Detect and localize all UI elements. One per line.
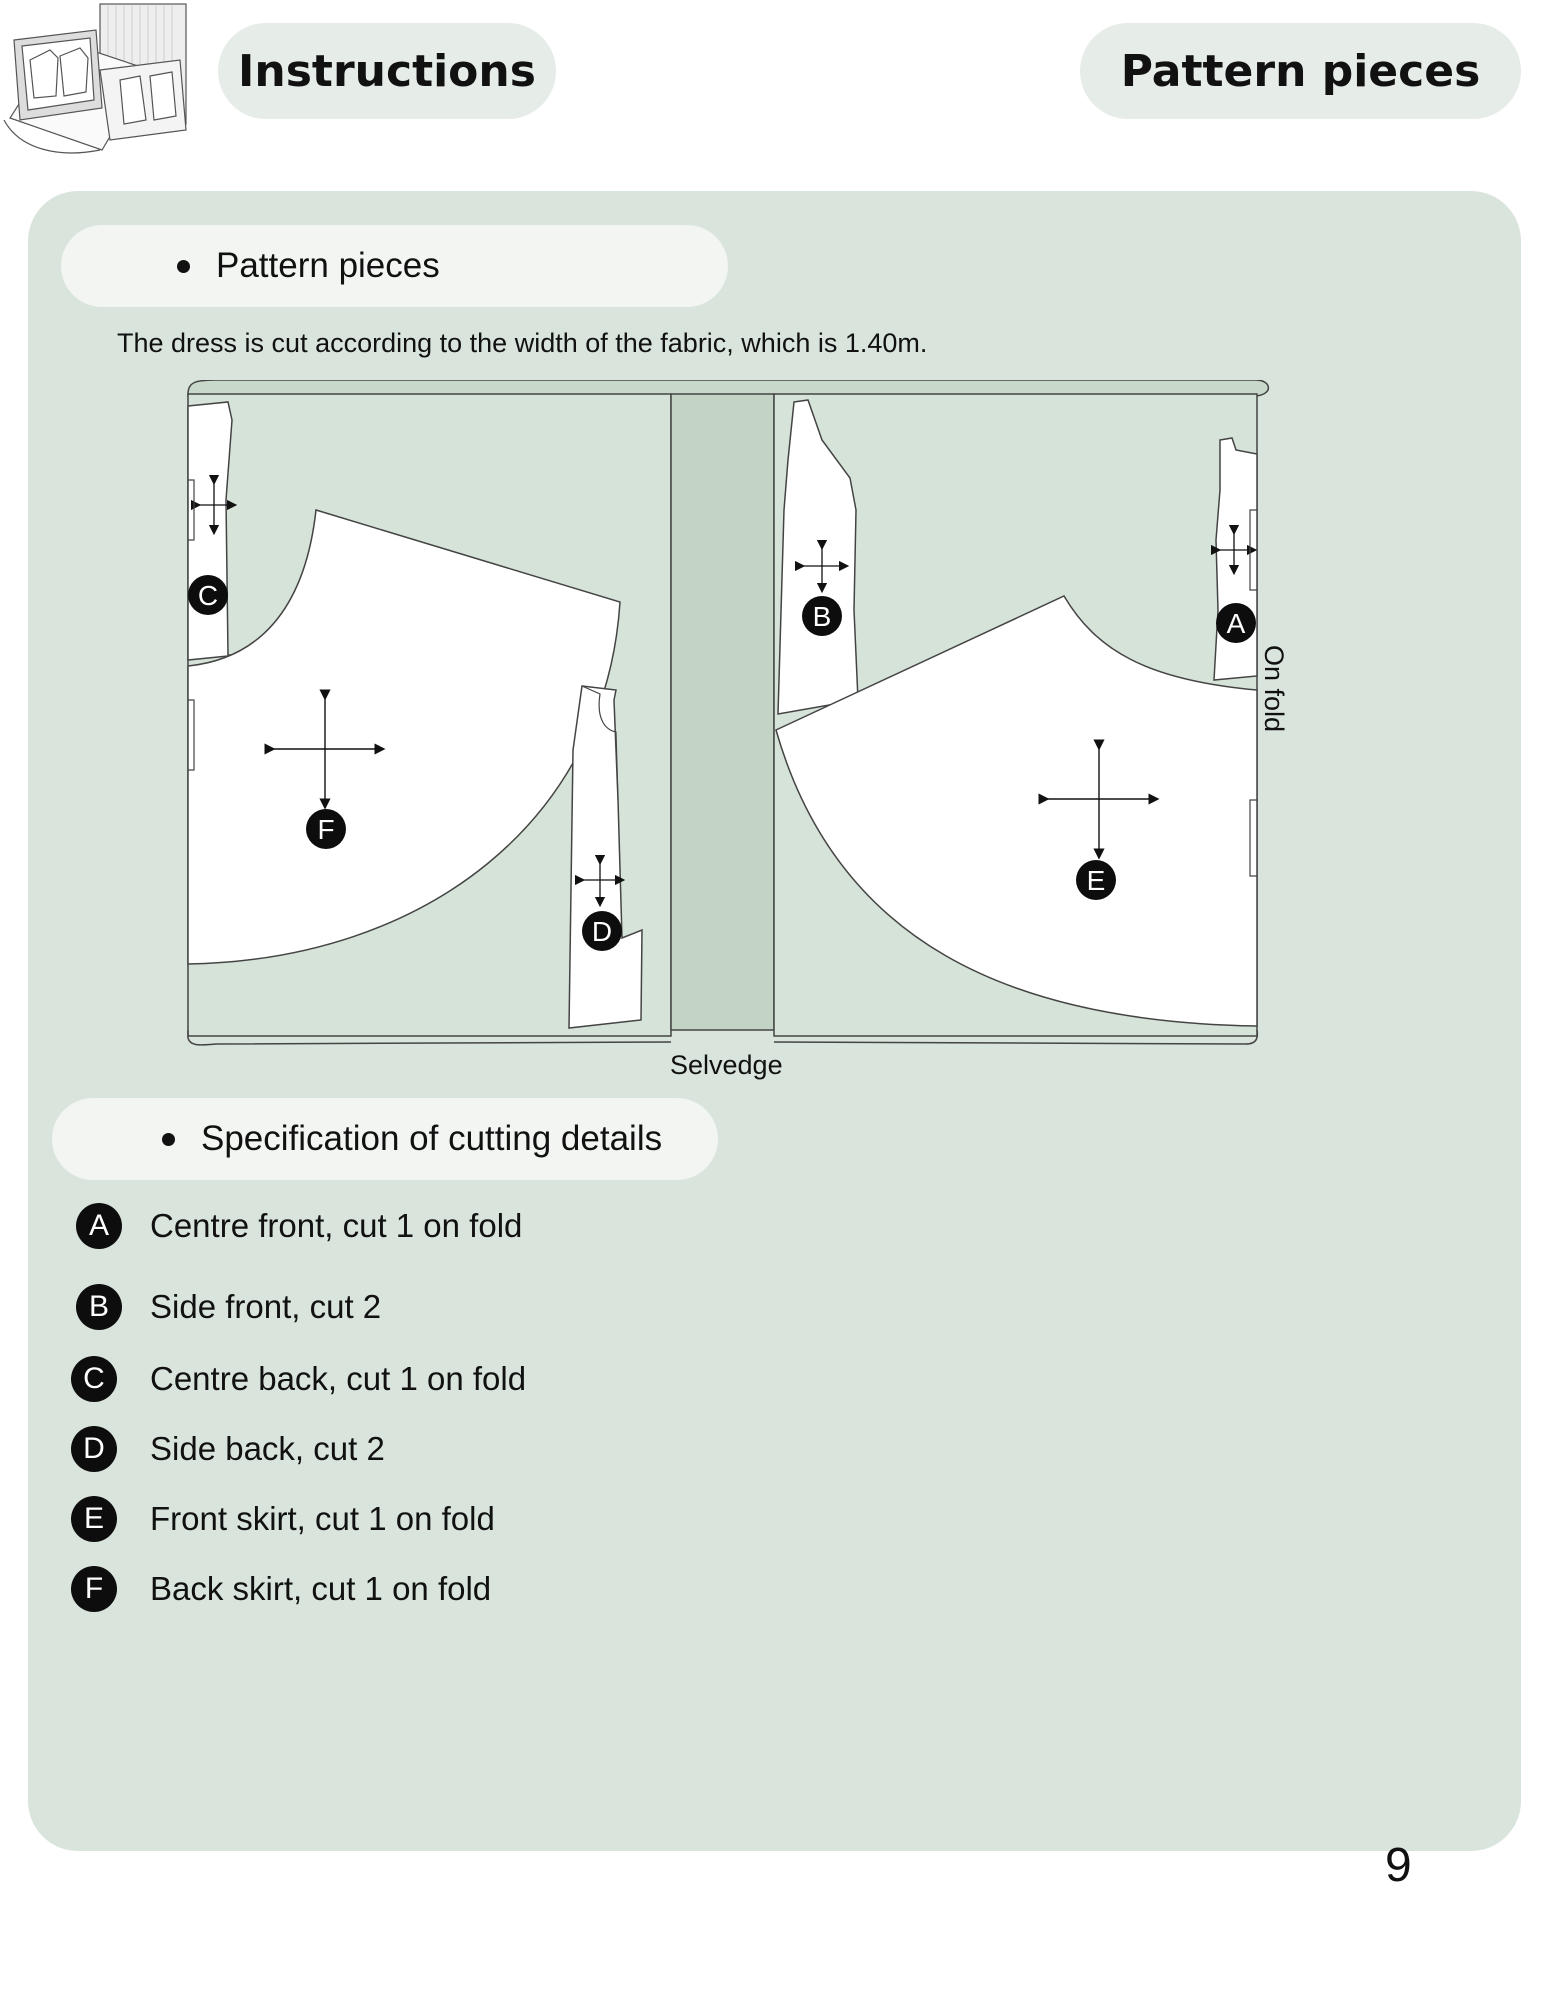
- piece-badge: E: [71, 1496, 117, 1542]
- section-heading-pattern-pieces: Pattern pieces: [61, 225, 728, 307]
- piece-badge: F: [71, 1566, 117, 1612]
- piece-badge: B: [76, 1284, 122, 1330]
- svg-text:B: B: [813, 601, 832, 632]
- list-item: A Centre front, cut 1 on fold: [76, 1201, 522, 1251]
- selvedge-label: Selvedge: [670, 1050, 783, 1080]
- svg-text:E: E: [1087, 865, 1106, 896]
- svg-text:A: A: [1227, 608, 1246, 639]
- grain-arrow-e: [1038, 739, 1160, 860]
- list-item-text: Side front, cut 2: [150, 1288, 382, 1325]
- piece-label-c: C: [188, 575, 228, 615]
- piece-label-a: A: [1216, 603, 1256, 643]
- piece-badge: C: [71, 1356, 117, 1402]
- intro-text: The dress is cut according to the width …: [117, 328, 928, 358]
- grain-arrow-a: [1210, 524, 1258, 576]
- section-heading-text: Specification of cutting details: [201, 1119, 663, 1158]
- piece-label-b: B: [802, 596, 842, 636]
- list-item-text: Back skirt, cut 1 on fold: [150, 1570, 492, 1607]
- list-item-text: Front skirt, cut 1 on fold: [150, 1500, 495, 1537]
- list-item-text: Centre front, cut 1 on fold: [150, 1207, 523, 1244]
- pattern-piece-e: [775, 595, 1258, 1027]
- list-item: E Front skirt, cut 1 on fold: [71, 1494, 495, 1544]
- grain-arrow-c: [190, 474, 238, 536]
- pattern-sheets-logo-icon: [3, 3, 187, 154]
- grain-arrow-b: [794, 539, 850, 594]
- svg-text:D: D: [592, 916, 612, 947]
- cutting-layout-diagram: C F D B A E: [187, 380, 1270, 1046]
- svg-text:F: F: [317, 814, 334, 845]
- grain-arrow-f: [264, 689, 386, 810]
- pattern-piece-d-neck: [581, 685, 619, 801]
- list-item: F Back skirt, cut 1 on fold: [71, 1564, 491, 1614]
- bullet-icon: [177, 259, 190, 273]
- list-item-text: Side back, cut 2: [150, 1430, 385, 1467]
- piece-label-e: E: [1076, 860, 1116, 900]
- grain-arrow-d: [574, 854, 626, 908]
- section-heading-cutting-details: Specification of cutting details: [52, 1098, 718, 1180]
- piece-badge: A: [76, 1203, 122, 1249]
- piece-label-f: F: [306, 809, 346, 849]
- list-item: B Side front, cut 2: [76, 1282, 381, 1332]
- list-item-text: Centre back, cut 1 on fold: [150, 1360, 527, 1397]
- fabric-top-edge: [187, 380, 1270, 397]
- piece-badge: D: [71, 1426, 117, 1472]
- bullet-icon: [162, 1132, 175, 1146]
- svg-text:C: C: [198, 580, 218, 611]
- section-heading-text: Pattern pieces: [216, 246, 440, 285]
- piece-label-d: D: [582, 911, 622, 951]
- fabric-middle-strip: [670, 393, 775, 1031]
- instructions-title: Instructions: [238, 45, 536, 97]
- page-number: 9: [1385, 1839, 1412, 1892]
- pattern-pieces-title: Pattern pieces: [1120, 45, 1481, 97]
- fabric-bottom-edge: [187, 1029, 1259, 1046]
- list-item: C Centre back, cut 1 on fold: [71, 1354, 526, 1404]
- list-item: D Side back, cut 2: [71, 1424, 385, 1474]
- pattern-pieces-header: Pattern pieces: [1080, 23, 1521, 119]
- on-fold-label: On fold: [1259, 645, 1289, 733]
- instructions-header: Instructions: [218, 23, 556, 119]
